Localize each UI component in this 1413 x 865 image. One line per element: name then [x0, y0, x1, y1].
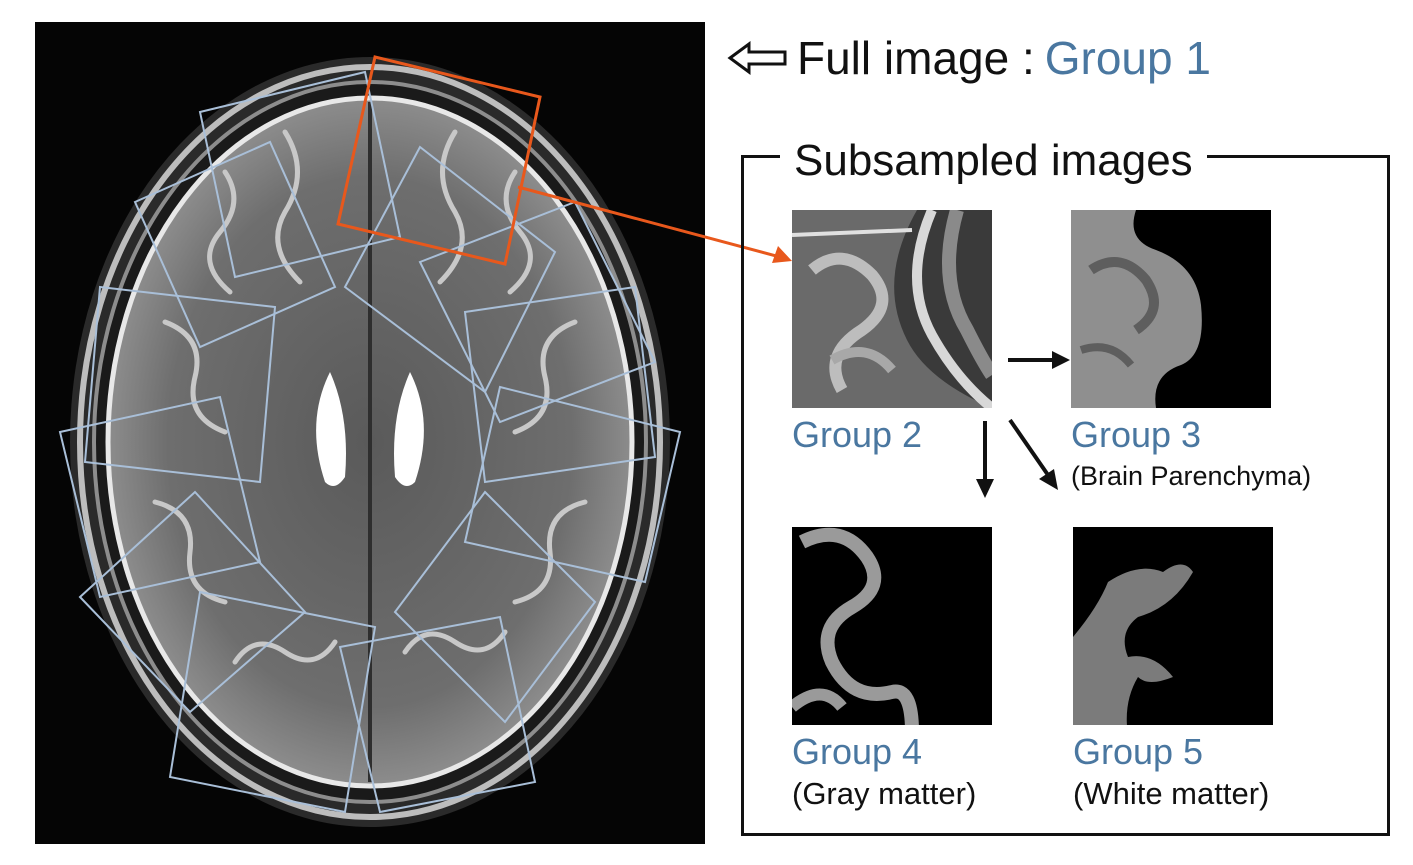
heading-text: Full image :: [797, 31, 1035, 85]
group-2-label: Group 2: [792, 415, 922, 455]
full-image-heading: Full image : Group 1: [727, 28, 1211, 88]
group-3-thumbnail: [1071, 210, 1271, 408]
group-2-thumbnail: [792, 210, 992, 408]
group-5-caption: (White matter): [1073, 776, 1269, 812]
group-1-label: Group 1: [1045, 31, 1211, 85]
outline-left-arrow-icon: [727, 41, 789, 75]
group-3-label: Group 3: [1071, 415, 1201, 455]
group-4-caption: (Gray matter): [792, 776, 976, 812]
group-4-label: Group 4: [792, 732, 922, 772]
group-3-caption: (Brain Parenchyma): [1071, 458, 1311, 494]
arrow-group2-to-group3: [1000, 340, 1075, 380]
subsampled-images-title: Subsampled images: [780, 136, 1207, 186]
group-4-thumbnail: [792, 527, 992, 725]
brain-mri-image: [35, 22, 705, 844]
arrow-group2-to-group4: [965, 418, 1005, 503]
mri-image-panel: [35, 22, 705, 844]
group-5-thumbnail: [1073, 527, 1273, 725]
arrow-group2-to-group5: [1000, 415, 1070, 495]
group-5-label: Group 5: [1073, 732, 1203, 772]
